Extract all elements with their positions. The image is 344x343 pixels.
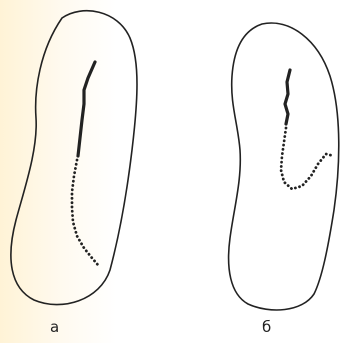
sole-outline-b [229, 23, 339, 310]
trajectory-dotted-b [281, 128, 334, 189]
panel-label-b: б [262, 318, 271, 336]
trajectory-dotted-a [72, 160, 98, 265]
trajectory-solid-b [285, 70, 290, 124]
panel-label-a: а [50, 318, 59, 336]
sole-outline-a [11, 11, 137, 305]
trajectory-solid-a [78, 62, 95, 156]
